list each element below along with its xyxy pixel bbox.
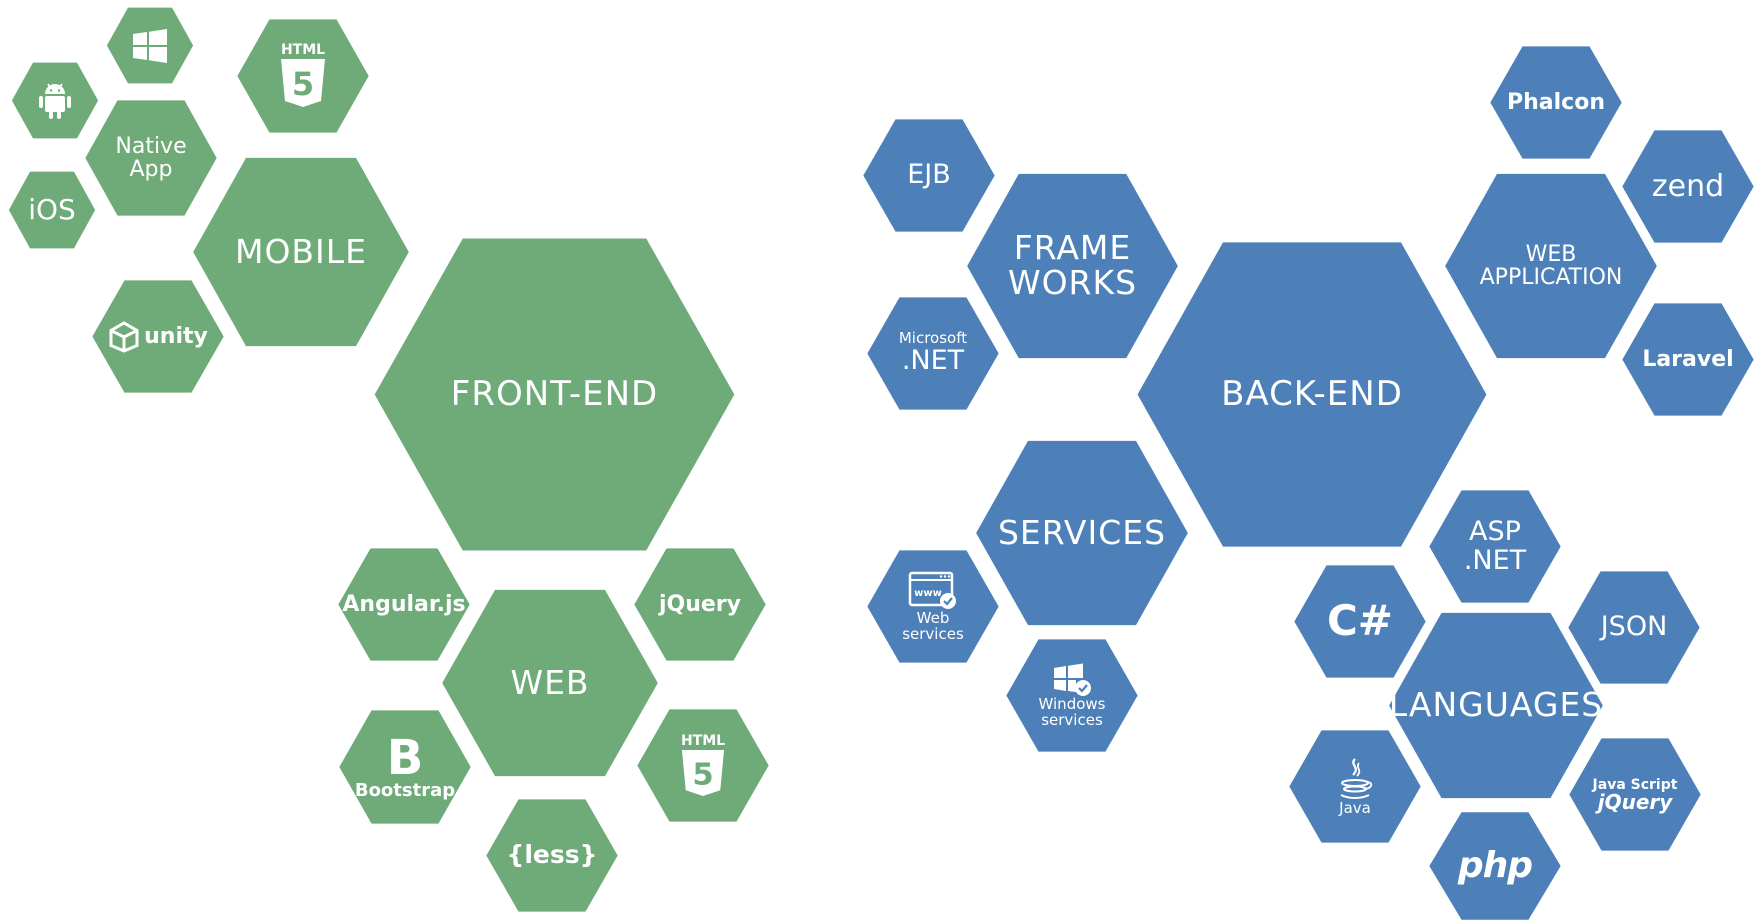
android-icon <box>39 83 71 119</box>
mobile-hex[interactable]: MOBILE <box>193 157 409 347</box>
phalcon-hex[interactable]: Phalcon <box>1490 46 1622 159</box>
backend-main-hex[interactable]: BACK-END <box>1137 242 1487 547</box>
unity-icon <box>109 320 139 353</box>
php-label: php <box>1457 845 1533 887</box>
dotnet-hex[interactable]: Microsoft .NET <box>867 297 999 410</box>
csharp-label: C# <box>1326 596 1393 646</box>
java-hex[interactable]: Java <box>1289 730 1421 843</box>
asp-net-hex[interactable]: ASP .NET <box>1429 490 1561 603</box>
web-application-label: WEB APPLICATION <box>1479 241 1623 290</box>
languages-label: LANGUAGES <box>1388 685 1604 725</box>
json-label: JSON <box>1600 611 1668 643</box>
html5-web-hex[interactable]: HTML 5 <box>637 709 769 822</box>
html5-mobile-hex[interactable]: HTML 5 <box>237 19 369 133</box>
web-services-label: Web services <box>902 608 964 643</box>
jquery-backend-label: jQuery <box>1597 789 1673 814</box>
phalcon-label: Phalcon <box>1507 89 1605 115</box>
windows-services-label: Windows services <box>1038 694 1106 729</box>
languages-hex[interactable]: LANGUAGES <box>1388 612 1604 799</box>
backend-label: BACK-END <box>1221 373 1403 414</box>
javascript-label: Java Script <box>1592 776 1678 793</box>
ejb-label: EJB <box>907 159 951 191</box>
windows-services-hex[interactable]: Windows services <box>1006 639 1138 752</box>
bootstrap-label: Bootstrap <box>354 779 456 801</box>
frontend-label: FRONT-END <box>450 373 659 414</box>
java-label: Java <box>1339 798 1371 817</box>
json-hex[interactable]: JSON <box>1568 571 1700 684</box>
frameworks-hex[interactable]: FRAME WORKS <box>967 173 1178 359</box>
mobile-label: MOBILE <box>234 231 368 271</box>
html5-mobile-text: HTML <box>280 42 326 58</box>
native-app-label: Native App <box>115 133 187 182</box>
ejb-hex[interactable]: EJB <box>863 119 995 232</box>
web-hex[interactable]: WEB <box>442 589 658 777</box>
unity-logo: unity <box>108 320 208 353</box>
laravel-hex[interactable]: Laravel <box>1622 303 1754 416</box>
asp-net-label: ASP .NET <box>1463 516 1527 576</box>
web-label: WEB <box>510 662 590 702</box>
html5-icon: 5 <box>681 749 725 796</box>
angular-label: Angular.js <box>342 591 466 617</box>
unity-label: unity <box>144 323 208 349</box>
html5-web-text: HTML <box>680 732 726 749</box>
ios-label: iOS <box>28 193 76 227</box>
bootstrap-letter: B <box>386 729 424 786</box>
csharp-hex[interactable]: C# <box>1294 565 1426 678</box>
html5-digit: 5 <box>292 65 314 103</box>
ios-hex[interactable]: iOS <box>8 171 96 249</box>
laravel-label: Laravel <box>1642 346 1734 372</box>
zend-label: zend <box>1651 168 1725 204</box>
www-text: www <box>914 588 942 599</box>
bootstrap-hex[interactable]: B Bootstrap <box>339 710 471 824</box>
jquery-web-hex[interactable]: jQuery <box>634 548 766 661</box>
zend-hex[interactable]: zend <box>1622 130 1754 243</box>
unity-hex[interactable]: unity <box>92 280 224 393</box>
services-hex[interactable]: SERVICES <box>976 440 1188 626</box>
php-hex[interactable]: php <box>1429 812 1561 920</box>
frontend-main-hex[interactable]: FRONT-END <box>374 238 735 551</box>
web-application-hex[interactable]: WEB APPLICATION <box>1445 173 1657 359</box>
windows-check-icon <box>1054 663 1091 696</box>
windows-icon <box>133 28 167 63</box>
less-label: {less} <box>506 840 598 870</box>
dotnet-label: .NET <box>901 345 965 377</box>
native-app-hex[interactable]: Native App <box>85 100 217 216</box>
less-hex[interactable]: {less} <box>486 799 618 912</box>
frameworks-label: FRAME WORKS <box>1007 228 1138 302</box>
services-label: SERVICES <box>997 512 1167 552</box>
html5-web-digit: 5 <box>692 757 713 792</box>
windows-hex[interactable] <box>106 7 194 84</box>
jquery-web-label: jQuery <box>658 591 742 617</box>
web-services-hex[interactable]: www Web services <box>867 550 999 663</box>
www-browser-icon: www <box>908 571 956 609</box>
angular-hex[interactable]: Angular.js <box>338 548 470 661</box>
microsoft-label: Microsoft <box>898 329 968 348</box>
javascript-jquery-hex[interactable]: Java Script jQuery <box>1569 738 1701 851</box>
java-coffee-icon <box>1340 757 1373 799</box>
html5-icon: 5 <box>281 59 325 107</box>
android-hex[interactable] <box>11 62 99 139</box>
